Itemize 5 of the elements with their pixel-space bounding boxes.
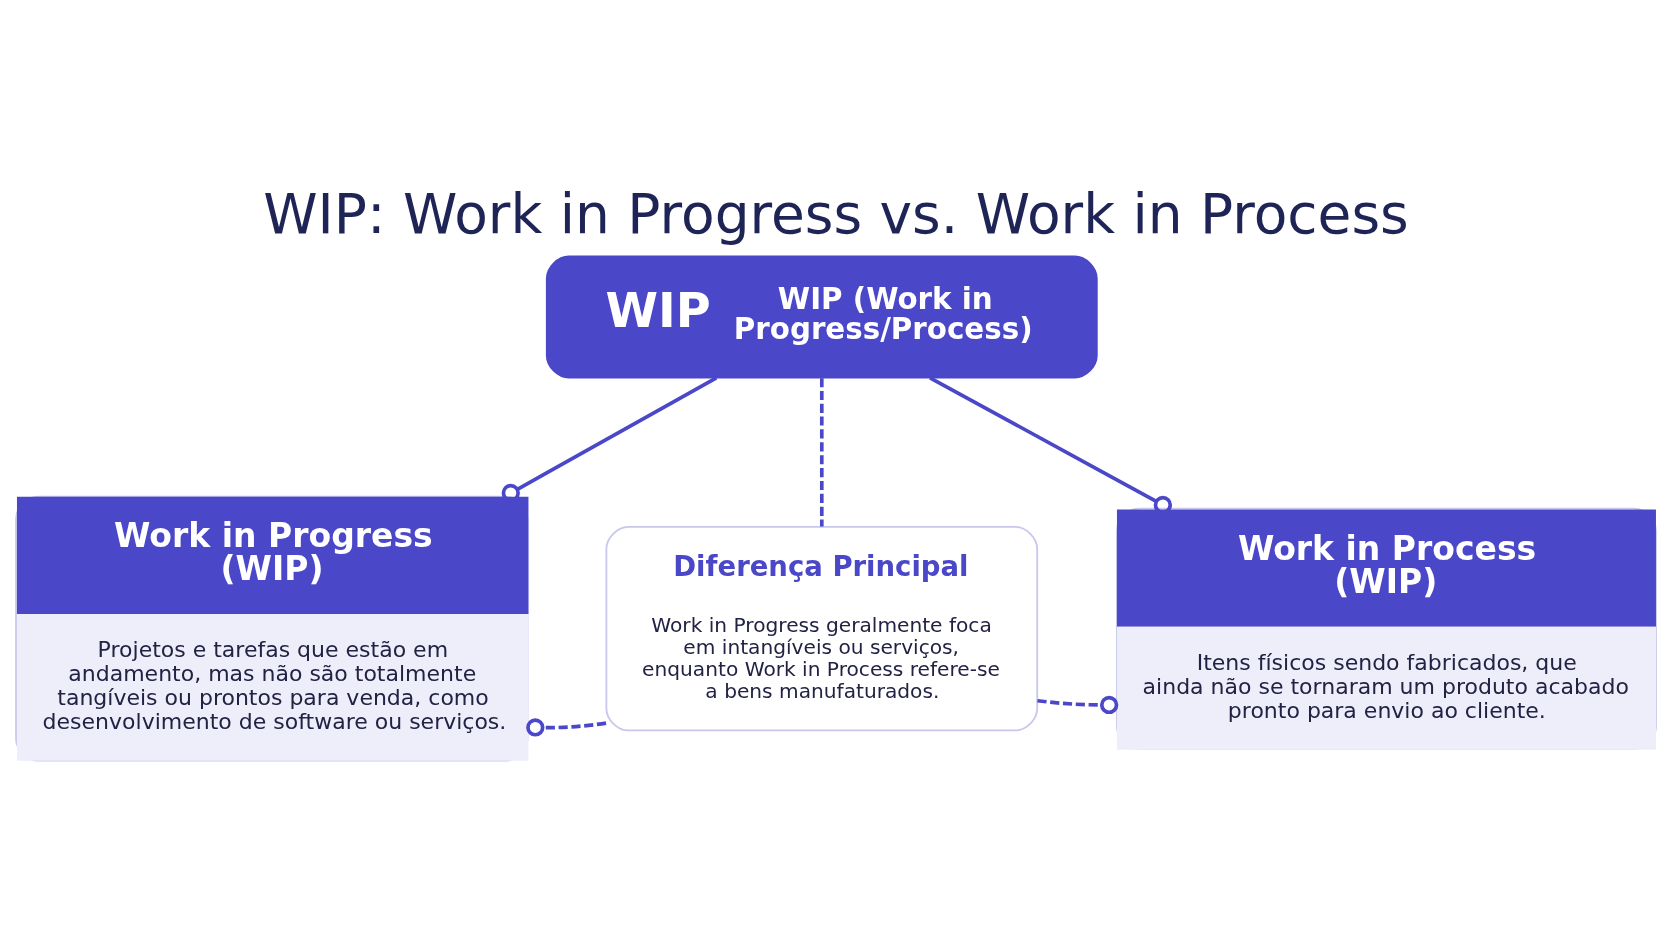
connector — [819, 377, 824, 526]
connector — [1037, 695, 1119, 714]
node-box: Diferença Principal Work in Progress geralmente foca em intangíveis ou serviços, enquanto Work in Process refere-se a bens manufaturados. — [605, 525, 1039, 731]
diagram-title: WIP: Work in Progress vs. Work in Process — [263, 181, 1409, 246]
connector — [526, 717, 607, 737]
